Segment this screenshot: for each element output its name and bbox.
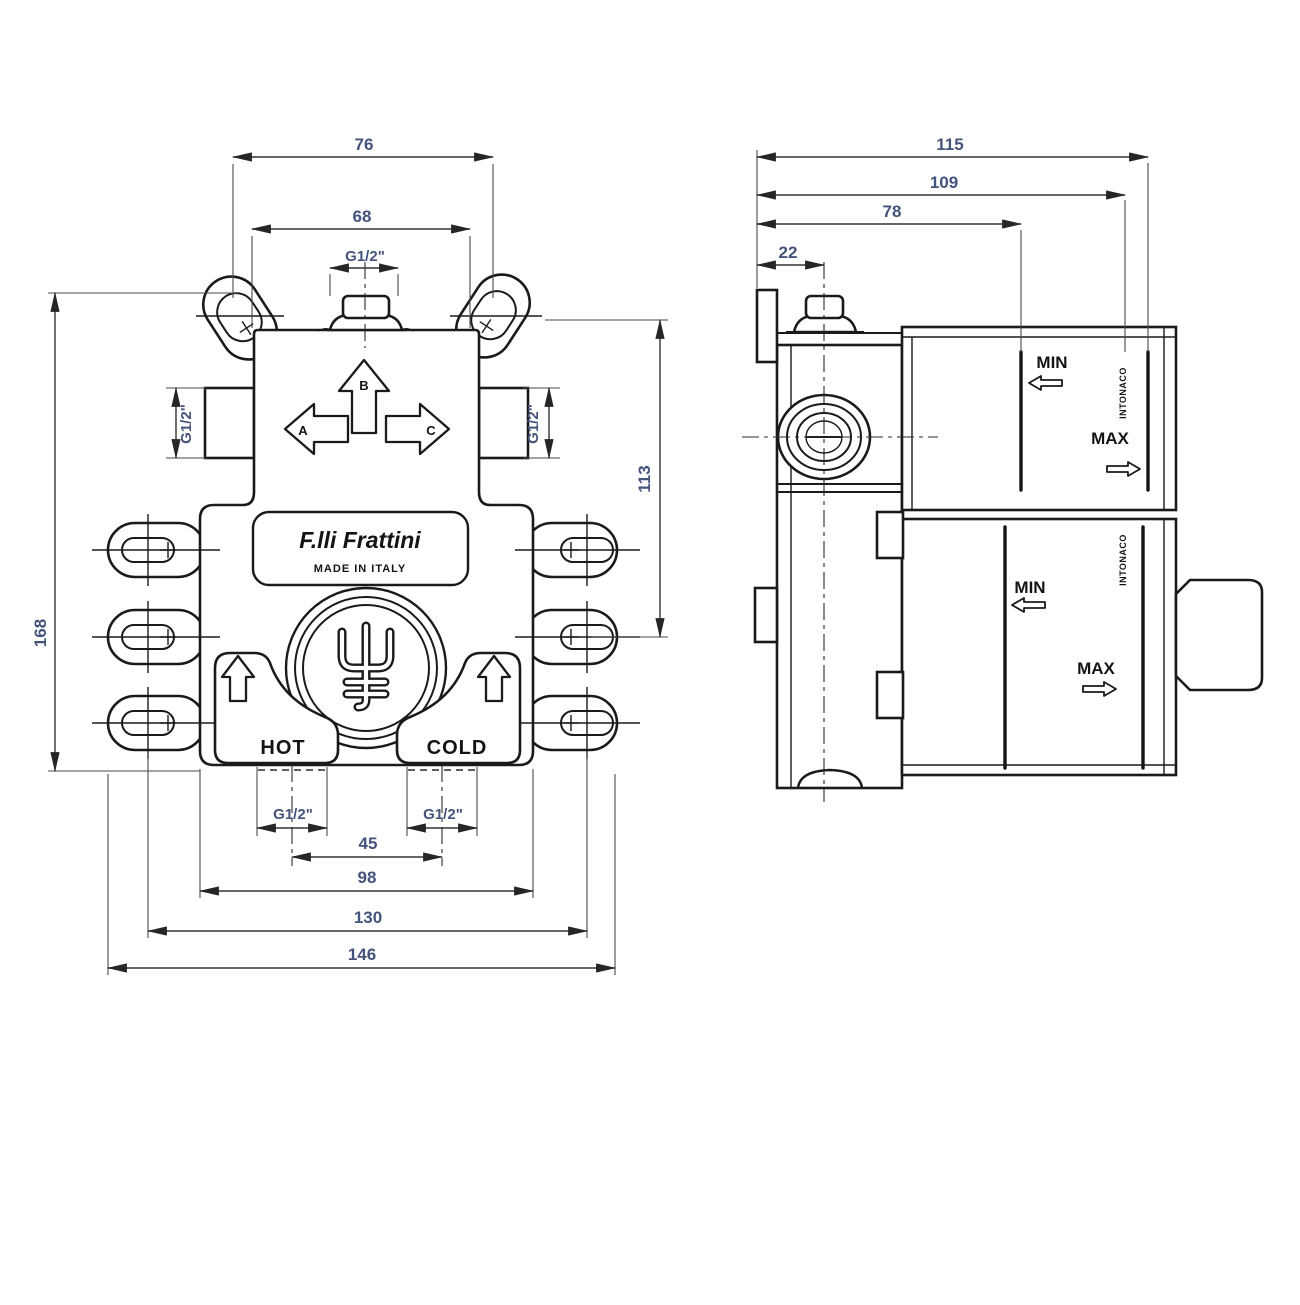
max-arrow-lower <box>1082 681 1117 697</box>
wall-flange <box>755 288 779 364</box>
wall-label-lower: INTONACO <box>1118 534 1128 586</box>
dim-168: 168 <box>31 619 50 647</box>
side-foot <box>796 768 864 789</box>
dim-115: 115 <box>936 135 963 154</box>
dim-g12-cold: G1/2" <box>423 806 463 823</box>
lower-protection-cap: INTONACO MIN MAX <box>875 510 1178 777</box>
arrow-a-left <box>283 402 350 456</box>
dim-22: 22 <box>779 243 798 262</box>
hot-up-arrow <box>220 654 256 703</box>
min-label-lower: MIN <box>1014 578 1045 597</box>
frattini-logo <box>284 586 448 750</box>
top-port-stub <box>317 294 415 332</box>
rear-outlet-stub <box>1174 578 1264 692</box>
brand-plate: F.lli Frattini MADE IN ITALY <box>251 510 470 587</box>
cold-label: COLD <box>427 737 488 759</box>
dim-g12-top: G1/2" <box>345 248 385 265</box>
left-port-stub <box>203 386 256 460</box>
frattini-logo-glyph <box>337 621 395 712</box>
side-round-port <box>776 393 872 481</box>
arrow-c-right <box>384 402 451 456</box>
outlet-arrows: B A C <box>283 358 451 456</box>
dim-68: 68 <box>353 207 372 226</box>
right-port-stub <box>477 386 530 460</box>
dim-g12-right: G1/2" <box>525 404 542 444</box>
valve-body-outline <box>198 328 535 767</box>
dim-g12-left: G1/2" <box>178 404 195 444</box>
dim-113: 113 <box>635 465 654 492</box>
max-label-lower: MAX <box>1077 659 1115 678</box>
brand-name: F.lli Frattini <box>299 527 421 553</box>
front-dimensions: 76 68 G1/2" G1/2" G1/2" 168 113 G1/2" G1… <box>31 135 665 973</box>
cold-panel: COLD <box>395 651 522 765</box>
min-label-upper: MIN <box>1036 353 1067 372</box>
dim-130: 130 <box>354 908 382 927</box>
wall-label-upper: INTONACO <box>1118 367 1128 419</box>
hot-label: HOT <box>260 737 305 759</box>
dim-146: 146 <box>348 945 376 964</box>
dim-g12-hot: G1/2" <box>273 806 313 823</box>
side-top-port <box>786 294 864 334</box>
side-left-tab <box>753 586 779 644</box>
dim-45: 45 <box>359 834 378 853</box>
min-arrow-lower <box>1011 597 1046 613</box>
brand-origin: MADE IN ITALY <box>314 563 406 575</box>
dim-98: 98 <box>358 868 377 887</box>
dim-78: 78 <box>883 202 902 221</box>
arrow-a-label: A <box>298 423 308 438</box>
front-view: B A C F.lli Frattini MADE IN ITALY <box>31 135 668 975</box>
dim-109: 109 <box>930 173 958 192</box>
dim-76: 76 <box>355 135 374 154</box>
upper-protection-cap: MIN INTONACO MAX <box>900 325 1178 512</box>
side-dimensions: 115 109 78 22 <box>755 135 1150 270</box>
arrow-b-up <box>337 358 391 435</box>
cold-up-arrow <box>476 654 512 703</box>
hot-panel: HOT <box>213 651 340 765</box>
max-arrow-upper <box>1106 461 1141 477</box>
arrow-b-label: B <box>359 378 368 393</box>
arrow-c-label: C <box>426 423 436 438</box>
max-label-upper: MAX <box>1091 429 1129 448</box>
side-view: MIN INTONACO MAX INTONACO MIN MAX <box>742 135 1264 802</box>
min-arrow-upper <box>1028 375 1063 391</box>
